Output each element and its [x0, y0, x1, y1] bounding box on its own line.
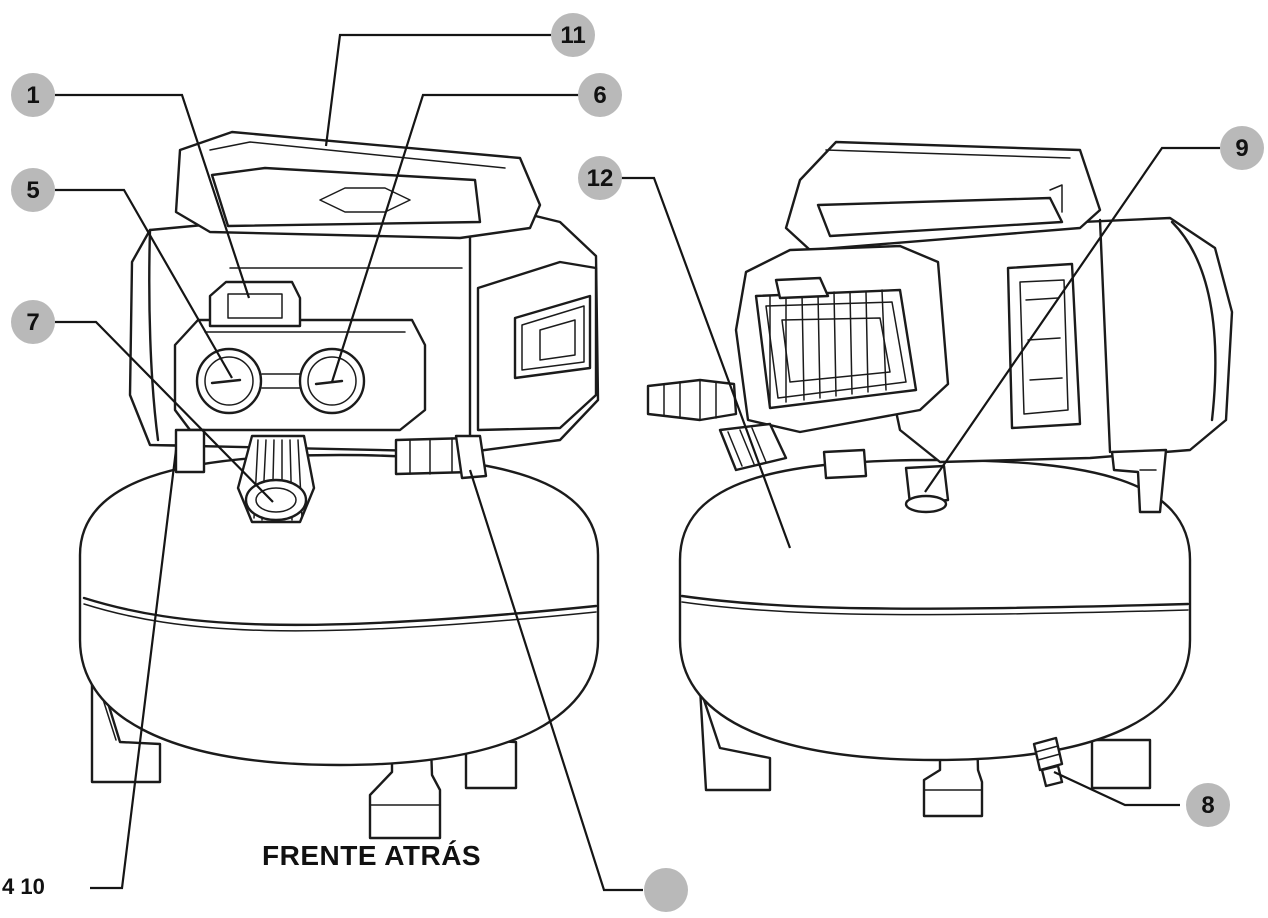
front-body	[128, 130, 600, 524]
drain-valve	[1032, 736, 1064, 788]
callout-5: 5	[11, 168, 55, 212]
front-compressor	[78, 130, 600, 840]
svg-text:1: 1	[26, 82, 39, 109]
front-tank	[78, 453, 600, 767]
callout-blank	[644, 868, 688, 912]
callout-12: 12	[578, 156, 622, 200]
leader-lines	[55, 33, 1220, 892]
svg-text:11: 11	[560, 22, 585, 49]
callout-9: 9	[1220, 126, 1264, 170]
rear-tank	[678, 458, 1192, 762]
svg-text:8: 8	[1201, 792, 1214, 819]
svg-text:5: 5	[26, 177, 39, 204]
callout-1: 1	[11, 73, 55, 117]
svg-text:9: 9	[1235, 135, 1248, 162]
svg-text:6: 6	[593, 82, 606, 109]
callout-7: 7	[11, 300, 55, 344]
view-caption: FRENTE ATRÁS	[262, 840, 482, 871]
svg-text:12: 12	[587, 165, 614, 192]
svg-text:7: 7	[26, 309, 39, 336]
rear-body	[646, 140, 1234, 514]
callout-6: 6	[578, 73, 622, 117]
callout-11: 11	[551, 13, 595, 57]
callout-4-10-label: 4 10	[2, 874, 45, 899]
callout-8: 8	[1186, 783, 1230, 827]
rear-compressor	[646, 140, 1234, 818]
